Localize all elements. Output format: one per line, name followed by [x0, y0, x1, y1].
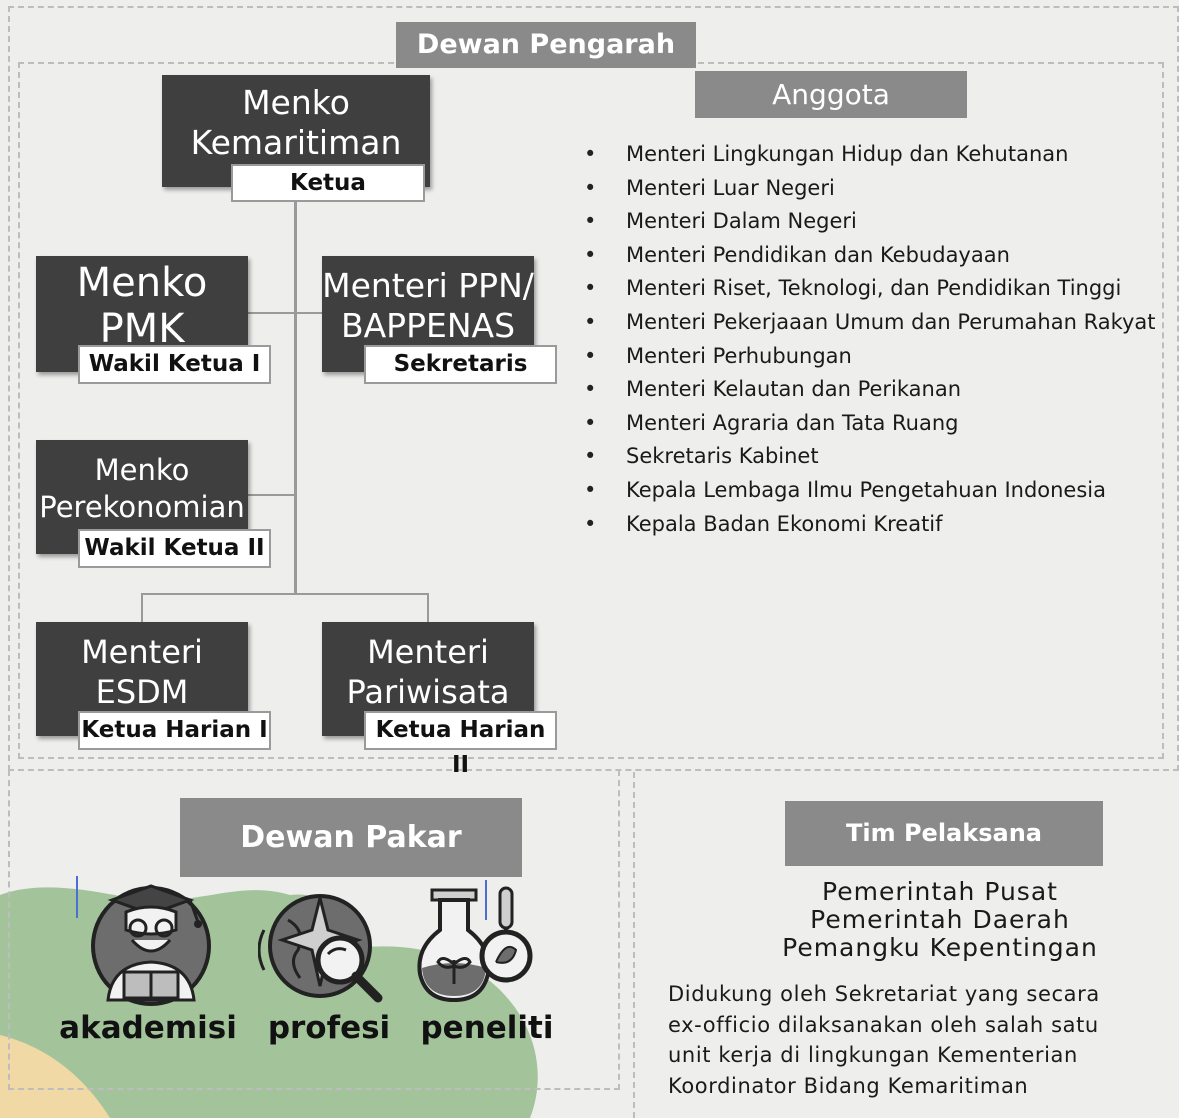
chair-name-line2: Kemaritiman	[190, 123, 402, 162]
connector-daily2	[427, 593, 429, 623]
secretary-name-line2: BAPPENAS	[340, 306, 516, 345]
tim-pelaksana-members: Pemerintah Pusat Pemerintah Daerah Peman…	[740, 878, 1140, 962]
tim-line: Pemangku Kepentingan	[782, 933, 1098, 962]
list-item: Kepala Lembaga Ilmu Pengetahuan Indonesi…	[584, 474, 1156, 508]
vice1-name-line1: Menko	[76, 260, 208, 306]
daily1-name-line2: ESDM	[95, 673, 189, 711]
vice2-name-line1: Menko	[94, 453, 190, 487]
lower-right-frame	[633, 772, 1179, 1118]
connector-daily-bar	[141, 593, 429, 595]
list-item: Menteri Luar Negeri	[584, 172, 1156, 206]
list-item: Menteri Kelautan dan Perikanan	[584, 373, 1156, 407]
list-item: Menteri Dalam Negeri	[584, 205, 1156, 239]
academic-icon	[91, 884, 211, 1006]
lower-left-frame	[8, 770, 620, 1090]
expert-label-peneliti: peneliti	[420, 1010, 554, 1046]
list-item: Menteri Pendidikan dan Kebudayaan	[584, 239, 1156, 273]
connector-daily1	[141, 593, 143, 623]
dewan-pengarah-title: Dewan Pengarah	[396, 22, 696, 68]
description-line: Didukung oleh Sekretariat yang secara	[668, 982, 1100, 1006]
vice1-name-line2: PMK	[99, 306, 185, 352]
list-item: Menteri Lingkungan Hidup dan Kehutanan	[584, 138, 1156, 172]
anggota-list: Menteri Lingkungan Hidup dan Kehutanan M…	[584, 138, 1156, 541]
tim-pelaksana-title: Tim Pelaksana	[785, 801, 1103, 866]
dewan-pakar-title: Dewan Pakar	[180, 798, 522, 877]
daily2-name-line2: Pariwisata	[346, 673, 510, 711]
outer-frame	[8, 6, 1179, 771]
org-spine-line	[294, 200, 297, 595]
lab-flask-icon	[417, 886, 533, 1003]
role-sekretaris: Sekretaris	[364, 345, 557, 384]
cursor-mark	[485, 880, 487, 920]
vice2-name-line2: Perekonomian	[39, 490, 245, 524]
role-ketua: Ketua	[231, 164, 425, 202]
role-ketua-harian-1: Ketua Harian I	[78, 711, 271, 750]
globe-search-icon	[258, 894, 383, 1003]
list-item: Menteri Perhubungan	[584, 340, 1156, 374]
list-item: Menteri Pekerjaaan Umum dan Perumahan Ra…	[584, 306, 1156, 340]
connector-vice1	[248, 312, 322, 314]
anggota-title: Anggota	[695, 71, 967, 118]
description-line: unit kerja di lingkungan Kementerian	[668, 1043, 1078, 1067]
list-item: Menteri Riset, Teknologi, dan Pendidikan…	[584, 272, 1156, 306]
daily2-name-line1: Menteri	[367, 633, 489, 671]
tim-pelaksana-description: Didukung oleh Sekretariat yang secara ex…	[668, 979, 1100, 1101]
tim-line: Pemerintah Pusat	[822, 877, 1058, 906]
role-ketua-harian-2: Ketua Harian II	[364, 711, 557, 778]
tim-line: Pemerintah Daerah	[810, 905, 1070, 934]
expert-label-akademisi: akademisi	[59, 1010, 237, 1046]
expert-label-profesi: profesi	[267, 1010, 391, 1046]
connector-vice2	[248, 494, 296, 496]
secretary-name-line1: Menteri PPN/	[322, 266, 534, 305]
cursor-mark	[76, 876, 78, 918]
daily1-name-line1: Menteri	[81, 633, 203, 671]
chair-name-line1: Menko	[242, 83, 350, 122]
list-item: Kepala Badan Ekonomi Kreatif	[584, 508, 1156, 542]
description-line: ex-officio dilaksanakan oleh salah satu	[668, 1012, 1099, 1037]
description-line: Koordinator Bidang Kemaritiman	[668, 1073, 1029, 1098]
list-item: Sekretaris Kabinet	[584, 440, 1156, 474]
role-wakil-ketua-1: Wakil Ketua I	[78, 345, 271, 384]
list-item: Menteri Agraria dan Tata Ruang	[584, 407, 1156, 441]
role-wakil-ketua-2: Wakil Ketua II	[78, 529, 271, 568]
